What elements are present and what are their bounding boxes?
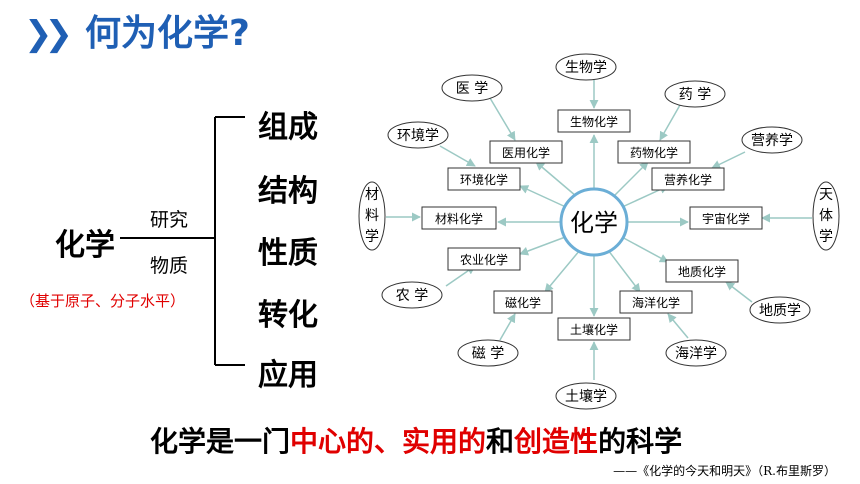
inner-node-pharma: 药物化学 xyxy=(617,140,691,164)
inner-node-nutrition: 营养化学 xyxy=(651,167,725,191)
outer-node-agronomy: 农 学 xyxy=(381,281,443,309)
source-quote: ——《化学的今天和明天》（R.布里斯罗） xyxy=(613,464,836,478)
svg-text:医用化学: 医用化学 xyxy=(502,145,550,160)
svg-text:医 学: 医 学 xyxy=(456,81,488,97)
aspect-structure: 结构 xyxy=(258,174,318,209)
conclusion-part-3: 和 xyxy=(486,425,515,458)
svg-text:生物化学: 生物化学 xyxy=(570,114,618,129)
subject-label: 化学 xyxy=(55,228,115,263)
outer-to-inner-arrows xyxy=(386,80,812,380)
inner-node-ocean: 海洋化学 xyxy=(619,290,693,314)
svg-text:材: 材 xyxy=(365,187,379,203)
svg-text:地质学: 地质学 xyxy=(759,303,801,319)
inner-node-soil: 土壤化学 xyxy=(557,317,631,341)
svg-text:料: 料 xyxy=(365,208,379,224)
slide-title: ❯❯ 何为化学? xyxy=(24,16,250,52)
svg-text:营养化学: 营养化学 xyxy=(664,172,712,187)
conclusion-part-5: 的科学 xyxy=(598,425,683,458)
svg-text:农业化学: 农业化学 xyxy=(460,252,508,267)
inner-node-agriculture: 农业化学 xyxy=(447,247,521,271)
aspect-application: 应用 xyxy=(258,358,318,393)
svg-text:学: 学 xyxy=(819,229,833,245)
svg-text:土壤化学: 土壤化学 xyxy=(570,322,618,337)
level-note: （基于原子、分子水平） xyxy=(20,292,186,310)
svg-text:宇宙化学: 宇宙化学 xyxy=(702,211,750,226)
svg-text:环境学: 环境学 xyxy=(397,128,439,144)
conclusion-part-1: 化学是一门 xyxy=(150,425,291,458)
outer-node-nutrition: 营养学 xyxy=(741,126,803,154)
conclusion-part-2: 中心的、实用的 xyxy=(290,425,487,458)
svg-text:药 学: 药 学 xyxy=(679,87,711,103)
svg-text:地质化学: 地质化学 xyxy=(678,264,726,279)
outer-node-soil-science: 土壤学 xyxy=(555,382,617,410)
svg-text:药物化学: 药物化学 xyxy=(630,145,678,160)
conclusion-part-4: 创造性 xyxy=(514,425,599,458)
aspect-transformation: 转化 xyxy=(258,298,318,333)
inner-node-geo: 地质化学 xyxy=(665,259,739,283)
outer-node-medicine: 医 学 xyxy=(441,74,503,102)
svg-text:土壤学: 土壤学 xyxy=(565,388,607,405)
inner-node-medical: 医用化学 xyxy=(489,140,563,164)
center-node: 化学 xyxy=(559,187,629,257)
svg-text:海洋学: 海洋学 xyxy=(675,346,717,362)
svg-text:体: 体 xyxy=(819,208,833,224)
svg-text:磁化学: 磁化学 xyxy=(505,295,541,310)
aspect-composition: 组成 xyxy=(258,110,318,145)
svg-text:化学: 化学 xyxy=(570,209,618,237)
outer-node-environment: 环境学 xyxy=(387,121,449,149)
svg-text:磁 学: 磁 学 xyxy=(472,346,504,362)
outer-node-material: 材 料 学 xyxy=(358,181,386,251)
double-chevron-icon: ❯❯ xyxy=(24,14,73,54)
outer-node-pharmacy: 药 学 xyxy=(664,80,726,108)
outer-node-geology: 地质学 xyxy=(749,296,811,324)
outer-node-astronomy: 天 体 学 xyxy=(812,181,840,251)
inner-node-biochem: 生物化学 xyxy=(557,109,631,133)
verb-label: 研究 xyxy=(150,209,189,231)
svg-text:海洋化学: 海洋化学 xyxy=(632,295,680,310)
inner-node-magnetic: 磁化学 xyxy=(493,290,553,314)
conclusion-sentence: 化学是一门中心的、实用的和创造性的科学 xyxy=(150,420,682,460)
outer-node-biology: 生物学 xyxy=(555,53,617,81)
aspect-property: 性质 xyxy=(258,236,318,271)
svg-text:生物学: 生物学 xyxy=(565,60,607,76)
svg-text:农 学: 农 学 xyxy=(396,288,428,304)
svg-text:材料化学: 材料化学 xyxy=(435,211,483,226)
object-label: 物质 xyxy=(150,255,189,277)
svg-text:营养学: 营养学 xyxy=(751,133,793,149)
inner-node-material: 材料化学 xyxy=(421,206,497,230)
title-text: 何为化学? xyxy=(84,13,250,54)
svg-text:环境化学: 环境化学 xyxy=(460,172,508,187)
inner-node-cosmic: 宇宙化学 xyxy=(689,206,763,230)
outer-node-magnetism: 磁 学 xyxy=(457,339,519,367)
svg-text:天: 天 xyxy=(819,187,833,203)
svg-text:学: 学 xyxy=(365,229,379,245)
inner-node-environment: 环境化学 xyxy=(447,167,521,191)
outer-node-oceanography: 海洋学 xyxy=(665,339,727,367)
